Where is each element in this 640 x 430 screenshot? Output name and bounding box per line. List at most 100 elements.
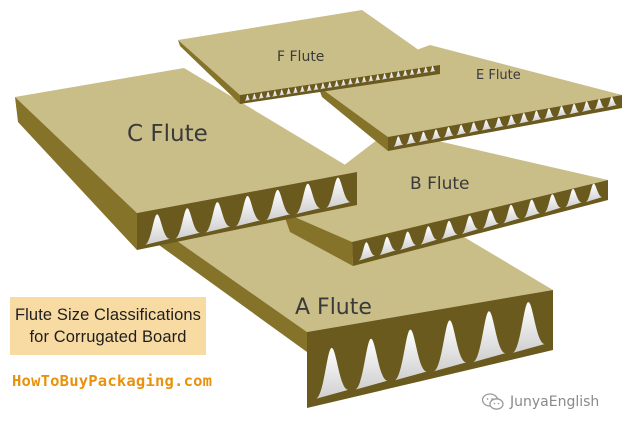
watermark: JunyaEnglish	[482, 393, 599, 411]
flute-gap	[144, 214, 170, 245]
flute-gap	[402, 70, 409, 77]
flute-gap	[271, 90, 278, 97]
flute-gap	[502, 204, 520, 224]
b-flute-side-left	[283, 212, 353, 266]
flute-gap	[315, 347, 349, 399]
flute-gap	[429, 65, 436, 73]
f-flute-label: F Flute	[277, 49, 324, 65]
flute-gap	[472, 311, 506, 363]
flute-gap	[422, 66, 429, 74]
flute-gap	[430, 129, 442, 140]
flute-gap	[455, 124, 467, 136]
c-flute-corrugation	[144, 177, 351, 245]
caption-box: Flute Size Classifications for Corrugate…	[10, 297, 206, 355]
flute-gap	[340, 79, 347, 86]
flute-gap	[361, 76, 367, 83]
flute-gap	[405, 134, 417, 145]
f-flute-side-left	[178, 40, 240, 104]
caption-line-1: Flute Size Classifications	[14, 306, 201, 324]
flute-gap	[606, 96, 617, 108]
flute-gap	[333, 80, 340, 88]
a-flute-label: A Flute	[295, 295, 372, 320]
flute-gap	[581, 101, 592, 112]
flute-gap	[564, 188, 582, 208]
b-flute-board	[283, 130, 608, 266]
b-flute-front	[352, 180, 608, 266]
f-flute-corrugation	[244, 65, 436, 101]
flute-gap	[398, 231, 417, 251]
a-flute-side-left	[150, 222, 307, 352]
flute-gap	[568, 103, 580, 115]
flute-gap	[393, 329, 427, 381]
flute-gap	[295, 183, 321, 215]
flute-gap	[374, 74, 381, 81]
flute-gap	[354, 338, 388, 390]
flute-gap	[543, 108, 555, 119]
flute-gap	[381, 73, 388, 80]
flute-gap	[409, 69, 415, 76]
flute-gap	[522, 199, 541, 219]
flute-gap	[357, 242, 376, 261]
f-flute-front	[240, 65, 440, 104]
flute-gap	[584, 183, 603, 203]
flute-gap	[468, 122, 479, 133]
flute-gap	[306, 85, 313, 92]
flute-gap	[204, 202, 231, 233]
flute-gap	[506, 115, 517, 126]
flute-gap	[543, 194, 562, 213]
flute-gap	[440, 220, 458, 240]
flute-gap	[258, 92, 265, 99]
watermark-text: JunyaEnglish	[510, 394, 600, 410]
flute-gap	[292, 87, 299, 94]
c-flute-top	[15, 68, 357, 213]
flute-gap	[347, 78, 354, 85]
flute-gap	[234, 196, 261, 227]
e-flute-label: E Flute	[476, 68, 521, 83]
flute-gap	[418, 131, 429, 143]
c-flute-side-left	[15, 97, 137, 250]
flute-gap	[443, 127, 454, 138]
b-flute-label: B Flute	[410, 174, 469, 194]
flute-gap	[511, 302, 545, 354]
flute-gap	[480, 120, 492, 131]
wechat-icon	[482, 393, 504, 410]
flute-gap	[367, 75, 374, 82]
flute-gap	[278, 89, 285, 96]
flute-gap	[460, 215, 479, 235]
flute-gap	[395, 71, 402, 78]
flute-gap	[415, 68, 422, 75]
flute-gap	[319, 83, 326, 90]
caption-line-2: for Corrugated Board	[29, 328, 187, 346]
flute-gap	[481, 210, 500, 229]
flute-gap	[419, 226, 438, 245]
b-flute-corrugation	[357, 183, 603, 261]
flute-gap	[174, 208, 200, 239]
flute-gap	[593, 99, 605, 110]
flute-gap	[265, 91, 271, 98]
flute-gap	[433, 320, 467, 372]
flute-gap	[299, 86, 306, 93]
a-flute-corrugation	[315, 302, 545, 399]
e-flute-side-left	[318, 86, 388, 151]
flute-gap	[251, 93, 258, 100]
b-flute-top	[283, 130, 608, 242]
site-url: HowToBuyPackaging.com	[12, 372, 213, 390]
flute-gap	[378, 236, 396, 256]
flute-gap	[388, 72, 395, 79]
e-flute-front	[388, 95, 622, 151]
e-flute-corrugation	[393, 96, 617, 147]
flute-gap	[285, 88, 292, 95]
flute-gap	[244, 94, 251, 101]
flute-gap	[354, 77, 361, 84]
flute-gap	[493, 117, 504, 129]
flute-gap	[325, 177, 351, 209]
f-flute-board	[178, 10, 440, 104]
flute-gap	[326, 81, 333, 89]
flute-gap	[264, 189, 291, 221]
flute-gap	[531, 110, 542, 122]
c-flute-board	[15, 68, 357, 250]
flute-gap	[393, 136, 404, 147]
f-flute-top	[178, 10, 440, 95]
flute-gap	[518, 113, 530, 124]
